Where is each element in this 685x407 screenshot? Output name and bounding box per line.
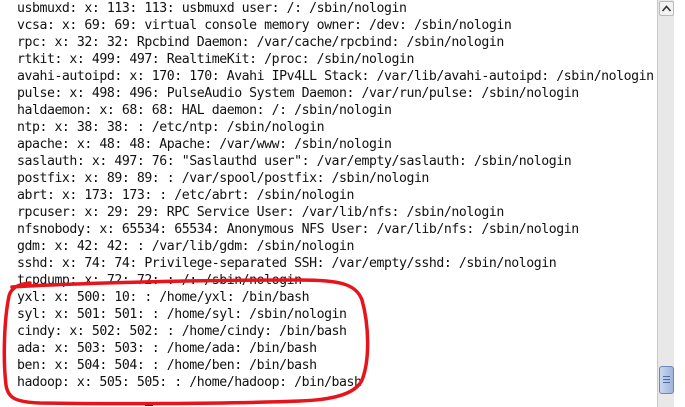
terminal-line: vcsa: x: 69: 69: virtual console memory …: [17, 18, 512, 33]
terminal-line: tcpdump: x: 72: 72: : /: /sbin/nologin: [17, 273, 302, 288]
terminal-line: apache: x: 48: 48: Apache: /var/www: /sb…: [17, 137, 392, 152]
vertical-scrollbar[interactable]: [657, 0, 674, 407]
terminal-line: pulse: x: 498: 496: PulseAudio System Da…: [17, 86, 579, 101]
scrollbar-thumb[interactable]: [659, 366, 674, 394]
terminal-line: gdm: x: 42: 42: : /var/lib/gdm: /sbin/no…: [17, 239, 355, 254]
terminal-line: sshd: x: 74: 74: Privilege-separated SSH…: [17, 256, 557, 271]
thumb-grip: [663, 376, 670, 377]
terminal-line: rtkit: x: 499: 497: RealtimeKit: /proc: …: [17, 52, 414, 67]
terminal-line: postfix: x: 89: 89: : /var/spool/postfix…: [17, 171, 429, 186]
scroll-up-button[interactable]: [659, 1, 674, 16]
terminal-line: hadoop: x: 505: 505: : /home/hadoop: /bi…: [17, 375, 362, 390]
terminal-line: ntp: x: 38: 38: : /etc/ntp: /sbin/nologi…: [17, 120, 325, 135]
terminal-line: cindy: x: 502: 502: : /home/cindy: /bin/…: [17, 324, 347, 339]
terminal-line: ben: x: 504: 504: : /home/ben: /bin/bash: [17, 358, 317, 373]
terminal-output[interactable]: usbmuxd: x: 113: 113: usbmuxd user: /: /…: [0, 0, 657, 407]
terminal-line: rpcuser: x: 29: 29: RPC Service User: /v…: [17, 205, 504, 220]
terminal-line: yxl: x: 500: 10: : /home/yxl: /bin/bash: [17, 290, 310, 305]
prompt-line[interactable]: [17, 391, 654, 407]
terminal-line: abrt: x: 173: 173: : /etc/abrt: /sbin/no…: [17, 188, 355, 203]
thumb-grip: [663, 379, 670, 380]
terminal-line: rpc: x: 32: 32: Rpcbind Daemon: /var/cac…: [17, 35, 504, 50]
terminal-line: ada: x: 503: 503: : /home/ada: /bin/bash: [17, 341, 317, 356]
terminal-line: nfsnobody: x: 65534: 65534: Anonymous NF…: [17, 222, 579, 237]
terminal-line: haldaemon: x: 68: 68: HAL daemon: /: /sb…: [17, 103, 392, 118]
terminal-line: usbmuxd: x: 113: 113: usbmuxd user: /: /…: [17, 1, 407, 16]
text-cursor: [145, 404, 153, 406]
chevron-up-icon: [662, 5, 671, 12]
terminal-line: syl: x: 501: 501: : /home/syl: /sbin/nol…: [17, 307, 347, 322]
terminal-lines: usbmuxd: x: 113: 113: usbmuxd user: /: /…: [17, 0, 654, 407]
terminal-line: avahi-autoipd: x: 170: 170: Avahi IPv4LL…: [17, 69, 654, 84]
window-edge: [674, 0, 685, 407]
thumb-grip: [663, 382, 670, 383]
terminal-line: saslauth: x: 497: 76: "Saslauthd user": …: [17, 154, 572, 169]
